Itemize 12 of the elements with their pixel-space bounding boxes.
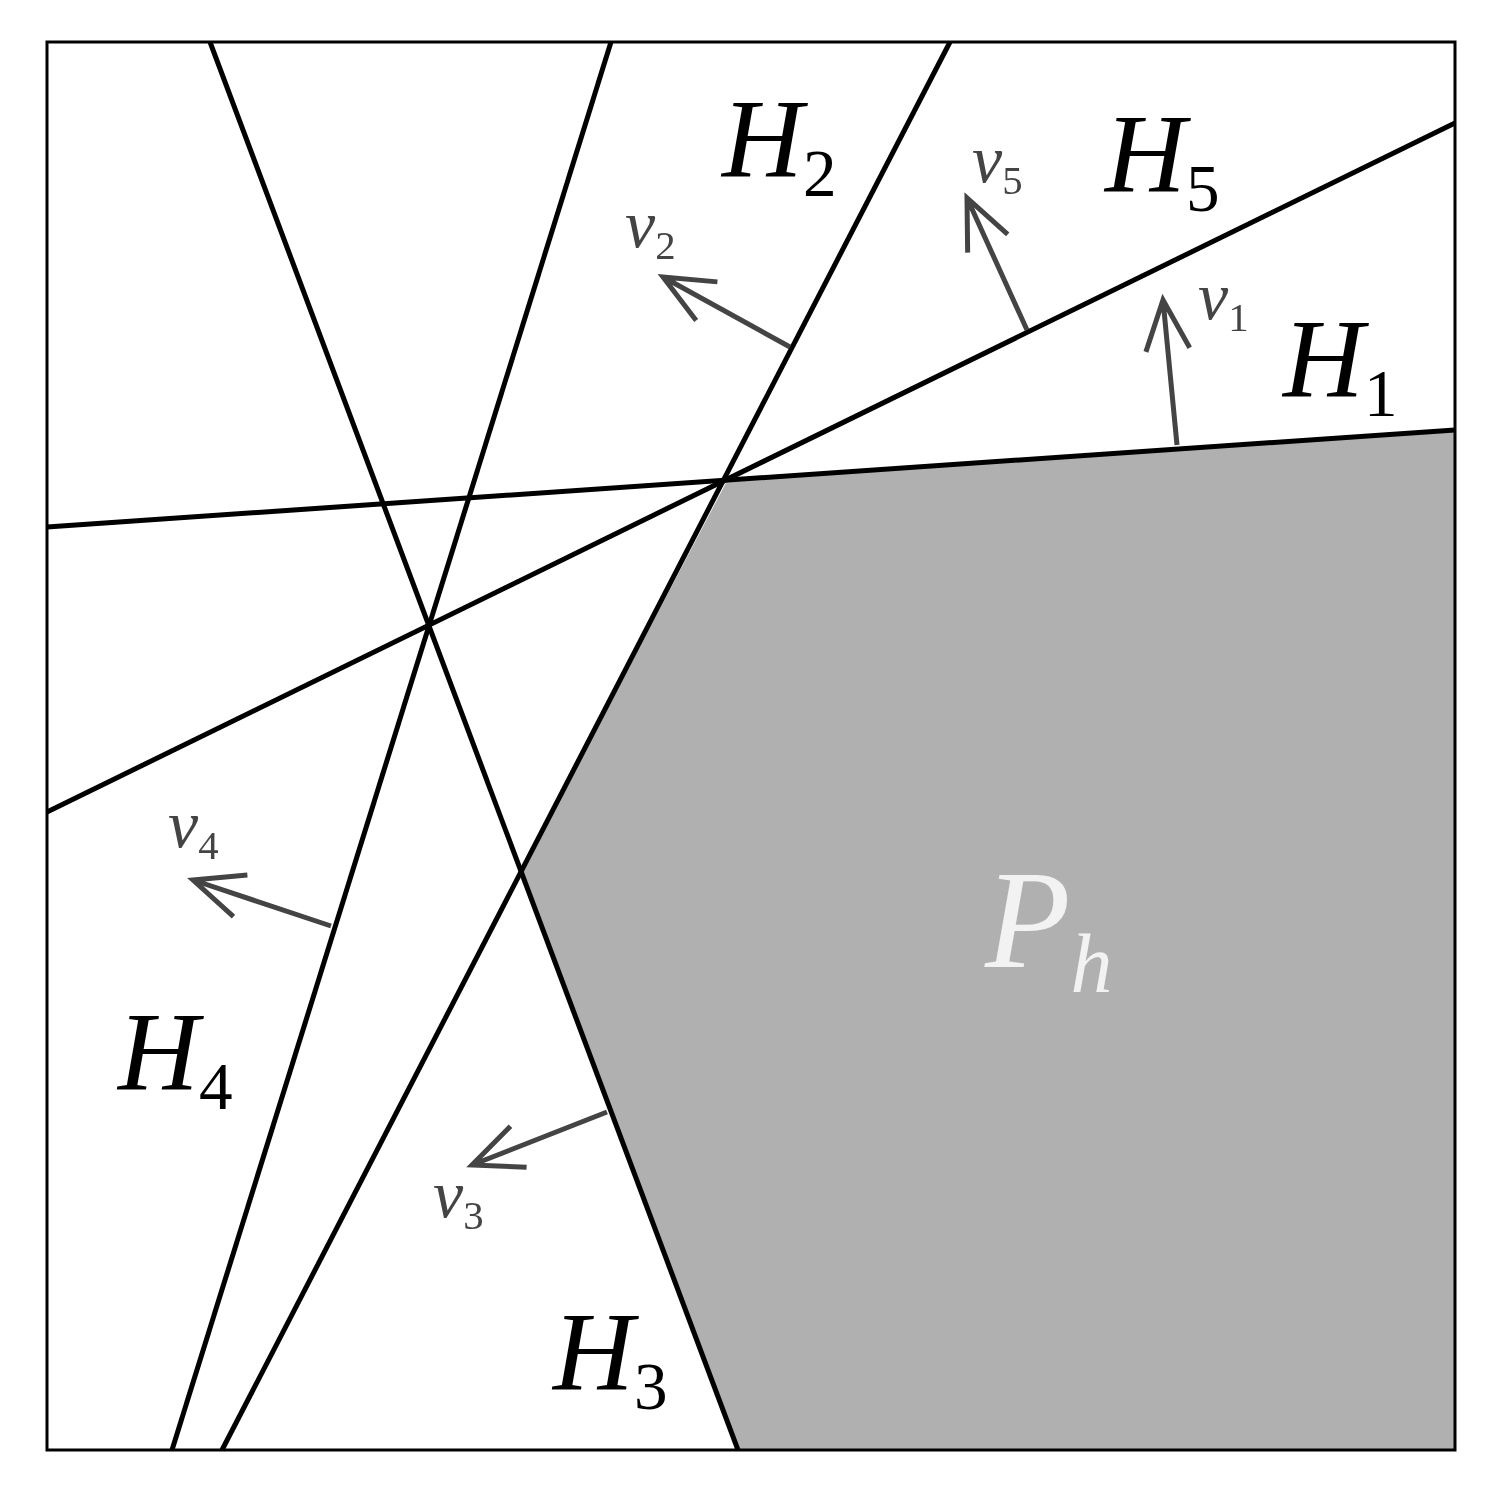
half-plane-label: H$_{3}$ xyxy=(553,1295,668,1421)
vector-label: v$_{2}$ xyxy=(625,190,676,268)
half-plane-label: H$_{4}$ xyxy=(118,995,233,1121)
vector-label: v$_{4}$ xyxy=(168,790,219,868)
polygon-region xyxy=(521,430,1455,1450)
half-plane-label: H$_{5}$ xyxy=(1105,97,1220,223)
half-plane-label: H$_{2}$ xyxy=(722,82,837,208)
vector-label: v$_{5}$ xyxy=(972,125,1023,203)
vector-label: v$_{1}$ xyxy=(1198,262,1249,340)
half-plane-label: H$_{1}$ xyxy=(1283,302,1398,428)
region-label: P$_{h}$ xyxy=(985,850,1113,1007)
vector-label: v$_{3}$ xyxy=(433,1160,484,1238)
